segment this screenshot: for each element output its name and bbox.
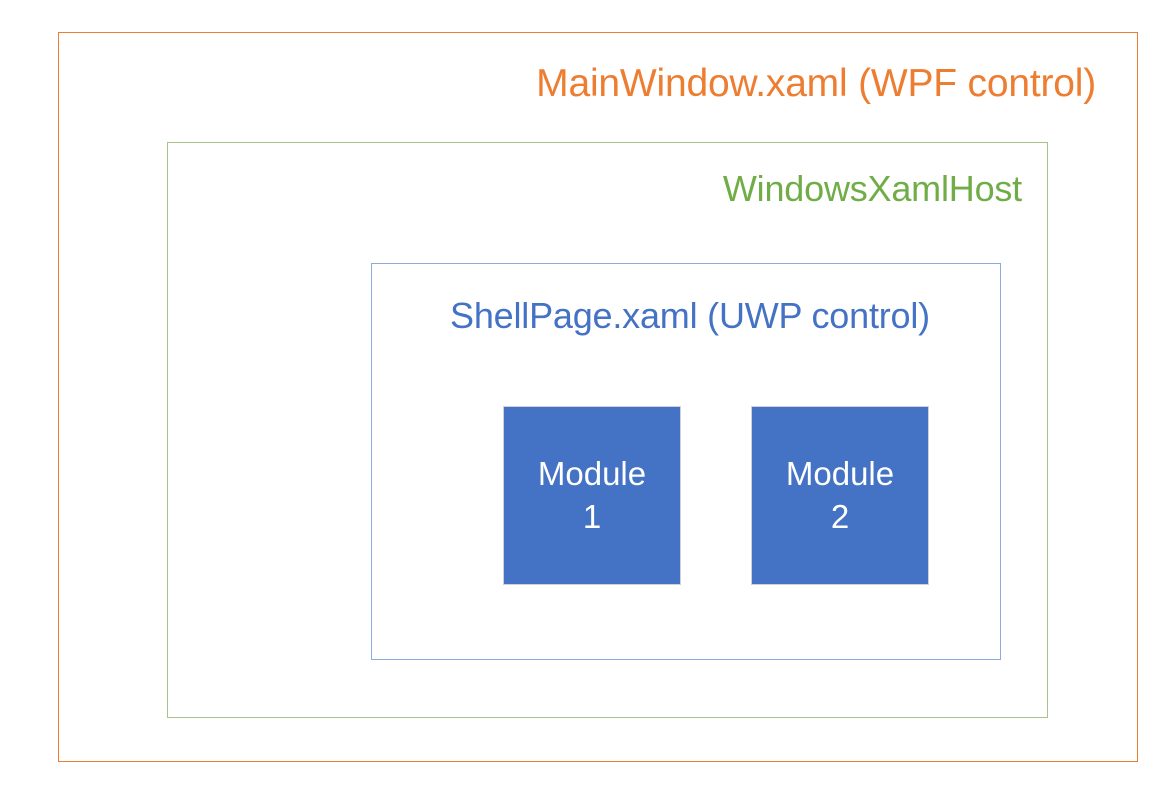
windowsxamlhost-container: WindowsXamlHost ShellPage.xaml (UWP cont… <box>167 142 1048 718</box>
module-label-line2: 2 <box>830 497 850 535</box>
module-tile: Module 1 <box>503 406 681 585</box>
mainwindow-label: MainWindow.xaml (WPF control) <box>536 62 1096 105</box>
mainwindow-container: MainWindow.xaml (WPF control) WindowsXam… <box>58 32 1138 762</box>
shellpage-container: ShellPage.xaml (UWP control) Module 1 Mo… <box>371 263 1001 660</box>
module-label-line1: Module <box>537 455 647 493</box>
windowsxamlhost-label: WindowsXamlHost <box>722 168 1022 209</box>
shellpage-label: ShellPage.xaml (UWP control) <box>450 295 930 336</box>
module-label-line2: 1 <box>582 497 602 535</box>
module-label-line1: Module <box>785 455 895 493</box>
module-tile: Module 2 <box>751 406 929 585</box>
